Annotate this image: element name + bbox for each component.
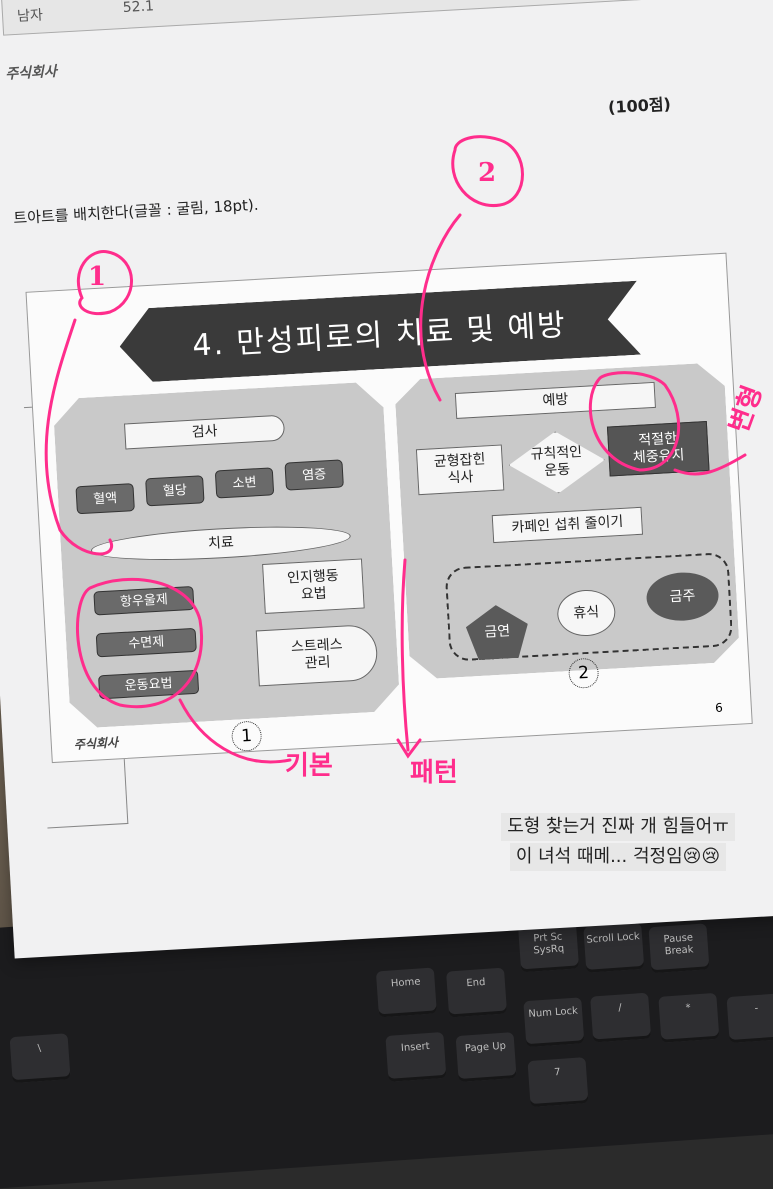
annotation-number-1: 1 — [88, 262, 107, 292]
num-lock-key: Num Lock — [523, 997, 585, 1048]
prevention-label: 예방 — [455, 382, 656, 419]
cbt-box: 인지행동 요법 — [262, 558, 365, 614]
test-urine: 소변 — [215, 467, 274, 498]
caption-line-1: 도형 찾는거 진짜 개 힘들어ㅠ — [501, 813, 735, 841]
test-sugar: 혈당 — [145, 475, 204, 506]
backslash-key: \ — [9, 1033, 71, 1084]
test-inflammation: 염증 — [284, 459, 343, 490]
treatment-panel: 검사 혈액 혈당 소변 염증 치료 항우울제 수면제 운동요법 인지행동 요법 … — [53, 381, 401, 729]
table-strip: 남자 52.1 — [1, 0, 665, 36]
gender-value: 52.1 — [122, 0, 155, 16]
circle-number-2: 2 — [567, 657, 600, 690]
page-number: 6 — [714, 700, 724, 715]
exam-label: 검사 — [124, 415, 285, 450]
instruction-text: 트아트를 배치한다(글꼴 : 굴림, 18pt). — [12, 195, 259, 228]
insert-key: Insert — [385, 1031, 447, 1082]
gender-label: 남자 — [16, 7, 44, 25]
brand-logo: 주식회사 — [4, 63, 58, 83]
annotation-number-2: 2 — [478, 158, 497, 188]
prevention-panel: 예방 균형잡힌 식사 규칙적인 운동 적절한 체중유지 카페인 섭취 줄이기 금… — [394, 362, 740, 680]
numpad-minus-key: - — [726, 993, 773, 1044]
slide-title: 4. 만성피로의 치료 및 예방 — [118, 281, 641, 384]
test-blood: 혈액 — [75, 483, 134, 514]
pause-break-key: Pause Break — [648, 923, 710, 974]
circle-number-1: 1 — [230, 720, 263, 752]
print-screen-key: Prt Sc SysRq — [518, 922, 580, 973]
regular-exercise: 규칙적인 운동 — [507, 429, 606, 496]
end-key: End — [446, 967, 508, 1018]
weight-maintenance: 적절한 체중유지 — [607, 421, 710, 477]
drug-sleeping-pill: 수면제 — [96, 628, 197, 658]
stress-box: 스트레스 관리 — [256, 624, 379, 687]
home-key: Home — [375, 967, 437, 1018]
scroll-lock-key: Scroll Lock — [583, 922, 645, 973]
story-caption: 도형 찾는거 진짜 개 힘들어ㅠ 이 녀석 때메... 걱정임😢😢 — [473, 812, 763, 872]
slide-brand: 주식회사 — [73, 735, 119, 752]
exercise-therapy: 운동요법 — [98, 670, 199, 700]
slide-figure: 4. 만성피로의 치료 및 예방 검사 혈액 혈당 소변 염증 치료 항우울제 … — [25, 252, 753, 764]
numpad-slash-key: / — [590, 992, 652, 1043]
annotation-basic: 기본 — [285, 751, 333, 781]
score-label: (100점) — [607, 94, 672, 118]
drug-antidepressant: 항우울제 — [93, 586, 194, 616]
numpad-star-key: * — [658, 992, 720, 1043]
page-up-key: Page Up — [455, 1032, 517, 1083]
balanced-diet: 균형잡힌 식사 — [416, 444, 504, 495]
treatment-label: 치료 — [90, 521, 351, 565]
caption-line-2: 이 녀석 때메... 걱정임😢😢 — [509, 843, 727, 871]
numpad-7-key: 7 — [527, 1057, 589, 1108]
caffeine-box: 카페인 섭취 줄이기 — [492, 507, 643, 543]
annotation-pattern: 패턴 — [410, 758, 458, 788]
